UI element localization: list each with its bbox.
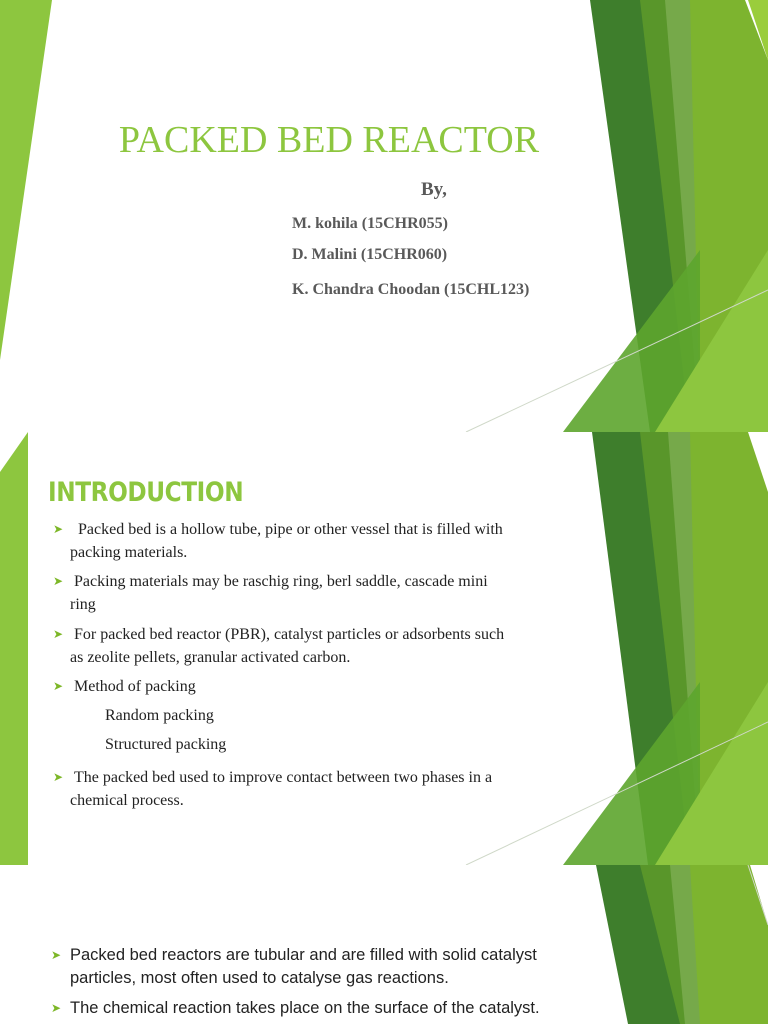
sub-list-item: Random packing — [105, 707, 214, 724]
thin-line — [747, 865, 768, 926]
list-item: ➤ Method of packing — [53, 675, 196, 698]
arrow-bullet-icon: ➤ — [53, 679, 64, 693]
right-shape-bright — [748, 0, 768, 60]
list-item: ➤ For packed bed reactor (PBR), catalyst… — [53, 623, 504, 669]
thin-line — [465, 289, 768, 432]
introduction-heading: INTRODUCTION — [48, 477, 244, 508]
arrow-bullet-icon: ➤ — [53, 574, 64, 588]
slide-decoration — [596, 865, 768, 1024]
author-1: M. kohila (15CHR055) — [292, 215, 448, 232]
slide-decoration — [0, 432, 768, 865]
arrow-bullet-icon: ➤ — [53, 522, 64, 536]
by-label: By, — [421, 179, 447, 200]
sub-list-item: Structured packing — [105, 736, 227, 753]
right-shape-fold-light — [655, 682, 768, 865]
right-shape-light — [690, 865, 768, 1024]
thin-line — [465, 721, 768, 865]
slide-introduction: INTRODUCTION ➤ Packed bed is a hollow tu… — [0, 432, 768, 865]
right-shape-fold-light — [655, 250, 768, 432]
arrow-bullet-icon: ➤ — [51, 948, 62, 962]
author-3: K. Chandra Choodan (15CHL123) — [292, 281, 530, 298]
arrow-bullet-icon: ➤ — [53, 627, 64, 641]
list-item: ➤ The chemical reaction takes place on t… — [51, 997, 540, 1020]
left-accent-shape — [0, 432, 28, 865]
list-item: ➤ Packing materials may be raschig ring,… — [53, 570, 488, 616]
author-2: D. Malini (15CHR060) — [292, 246, 448, 263]
slide-title: PACKED BED REACTOR By, M. kohila (15CHR0… — [0, 0, 768, 432]
arrow-bullet-icon: ➤ — [53, 770, 64, 784]
list-item: ➤ The packed bed used to improve contact… — [53, 766, 492, 812]
right-shape-mid — [640, 865, 700, 1024]
slide-decoration — [0, 0, 768, 432]
left-accent-shape — [0, 0, 52, 360]
list-item: ➤ Packed bed reactors are tubular and ar… — [51, 946, 537, 987]
arrow-bullet-icon: ➤ — [51, 1001, 62, 1015]
slide-packed-bed-reactors: ➤ Packed bed reactors are tubular and ar… — [0, 865, 768, 1024]
list-item: ➤ Packed bed is a hollow tube, pipe or o… — [53, 518, 503, 564]
slide-title-text: PACKED BED REACTOR — [118, 119, 540, 161]
right-shape-fold — [563, 250, 700, 432]
right-shape-fold — [563, 682, 700, 865]
